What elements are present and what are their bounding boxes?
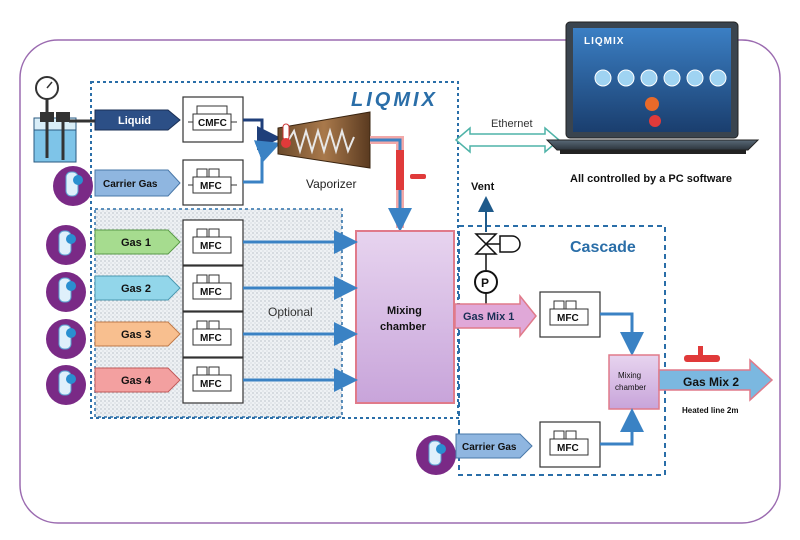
vapor-heated-line — [370, 136, 404, 228]
mfc-4-label: MFC — [200, 379, 222, 390]
vaporizer-label: Vaporizer — [306, 177, 356, 191]
gas-row-2: Gas 2 MFC — [46, 265, 358, 312]
small-mixing-chamber: Mixing chamber — [608, 354, 660, 410]
cascade-box — [458, 225, 666, 476]
gas-3-label: Gas 3 — [121, 329, 151, 341]
small-mixing-line2: chamber — [615, 383, 646, 392]
cascade-carrier-cylinder-icon — [416, 435, 456, 475]
carrier-gas-cylinder-icon — [53, 166, 93, 206]
vent-label: Vent — [471, 181, 495, 193]
screen-brand: LIQMIX — [584, 36, 624, 47]
gas-mix-1-arrow: Gas Mix 1 — [454, 293, 537, 339]
liquid-arrow: Liquid — [94, 109, 181, 131]
ethernet-label: Ethernet — [491, 118, 533, 130]
small-mixing-line1: Mixing — [618, 371, 641, 380]
mixing-chamber-line2: chamber — [380, 321, 427, 333]
gas-2-label: Gas 2 — [121, 283, 151, 295]
mfc-1-label: MFC — [200, 241, 222, 252]
mfc-label: MFC — [200, 181, 222, 192]
cascade-mfc-1-label: MFC — [557, 313, 579, 324]
heater-coil-output-icon — [684, 346, 720, 362]
cascade-mfc-2: MFC — [539, 421, 601, 468]
cascade-carrier-label: Carrier Gas — [462, 442, 517, 453]
cmfc-label: CMFC — [198, 118, 227, 129]
cascade-label: Cascade — [570, 239, 636, 256]
liquid-bottle — [33, 98, 77, 163]
outer-frame — [19, 39, 781, 524]
carrier-gas-arrow: Carrier Gas — [94, 169, 181, 197]
cascade-mfc-1: MFC — [539, 291, 601, 338]
gas-mix-2-arrow: Gas Mix 2 — [658, 358, 774, 402]
mfc-3-label: MFC — [200, 333, 222, 344]
gas-mix-1-label: Gas Mix 1 — [463, 311, 514, 323]
carrier-gas-label: Carrier Gas — [103, 179, 158, 190]
thermometer-icon — [281, 123, 291, 148]
gas-4-label: Gas 4 — [121, 375, 152, 387]
vent: Vent — [471, 181, 495, 232]
liquid-line — [243, 118, 281, 150]
liquid-label: Liquid — [118, 115, 151, 127]
pressure-gauge-icon — [35, 76, 95, 123]
pump-label: P — [481, 276, 489, 290]
cmfc-box: CMFC — [182, 96, 244, 143]
gas-row-4: Gas 4 MFC — [46, 357, 358, 405]
carrier-line — [243, 140, 281, 184]
ethernet-link: Ethernet — [454, 118, 561, 154]
cascade-carrier-arrow: Carrier Gas — [455, 433, 533, 459]
vapor-line — [370, 138, 412, 232]
cascade-line-1 — [600, 312, 644, 356]
cascade-line-2 — [600, 408, 644, 446]
pc-caption: All controlled by a PC software — [570, 173, 732, 185]
heater-coil-icon — [396, 150, 426, 190]
mixing-chamber: Mixing chamber — [355, 230, 455, 404]
laptop-icon: LIQMIX — [545, 21, 760, 154]
mixing-chamber-line1: Mixing — [387, 305, 422, 317]
mfc-carrier-box: MFC — [182, 159, 244, 206]
gas-row-3: Gas 3 MFC — [46, 311, 358, 359]
vaporizer: Vaporizer — [277, 111, 371, 191]
optional-label: Optional — [268, 305, 313, 319]
gas-1-label: Gas 1 — [121, 237, 151, 249]
valve-icon — [474, 233, 521, 270]
gas-row-1: Gas 1 MFC — [46, 219, 358, 266]
gas-mix-2-label: Gas Mix 2 — [683, 375, 739, 389]
mfc-2-label: MFC — [200, 287, 222, 298]
cascade-mfc-2-label: MFC — [557, 443, 579, 454]
pump-icon: P — [474, 270, 498, 306]
heated-line-label: Heated line 2m — [682, 406, 738, 415]
liqmix-brand: LIQMIX — [351, 89, 438, 111]
